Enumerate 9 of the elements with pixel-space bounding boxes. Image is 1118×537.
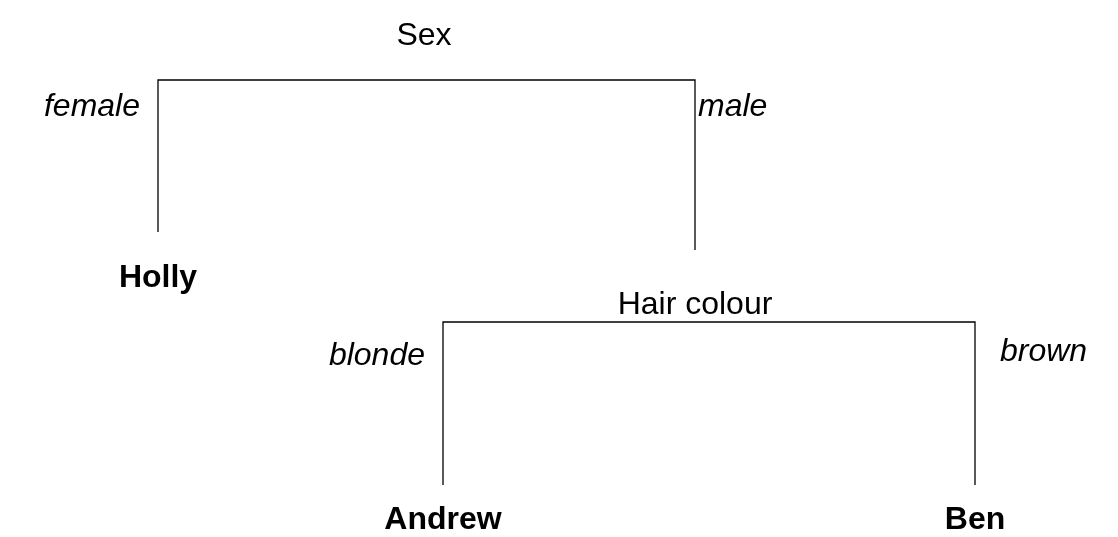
tree-branch-line	[694, 321, 976, 486]
leaf-label: Ben	[944, 500, 1006, 537]
leaf-label: Andrew	[384, 500, 502, 537]
tree-branch-line	[423, 79, 696, 251]
tree-branch-line	[157, 79, 425, 233]
split-attribute-label: Hair colour	[617, 285, 773, 322]
tree-branch-line	[442, 321, 696, 486]
leaf-label: Holly	[118, 258, 198, 295]
split-attribute-label: Sex	[396, 16, 452, 53]
